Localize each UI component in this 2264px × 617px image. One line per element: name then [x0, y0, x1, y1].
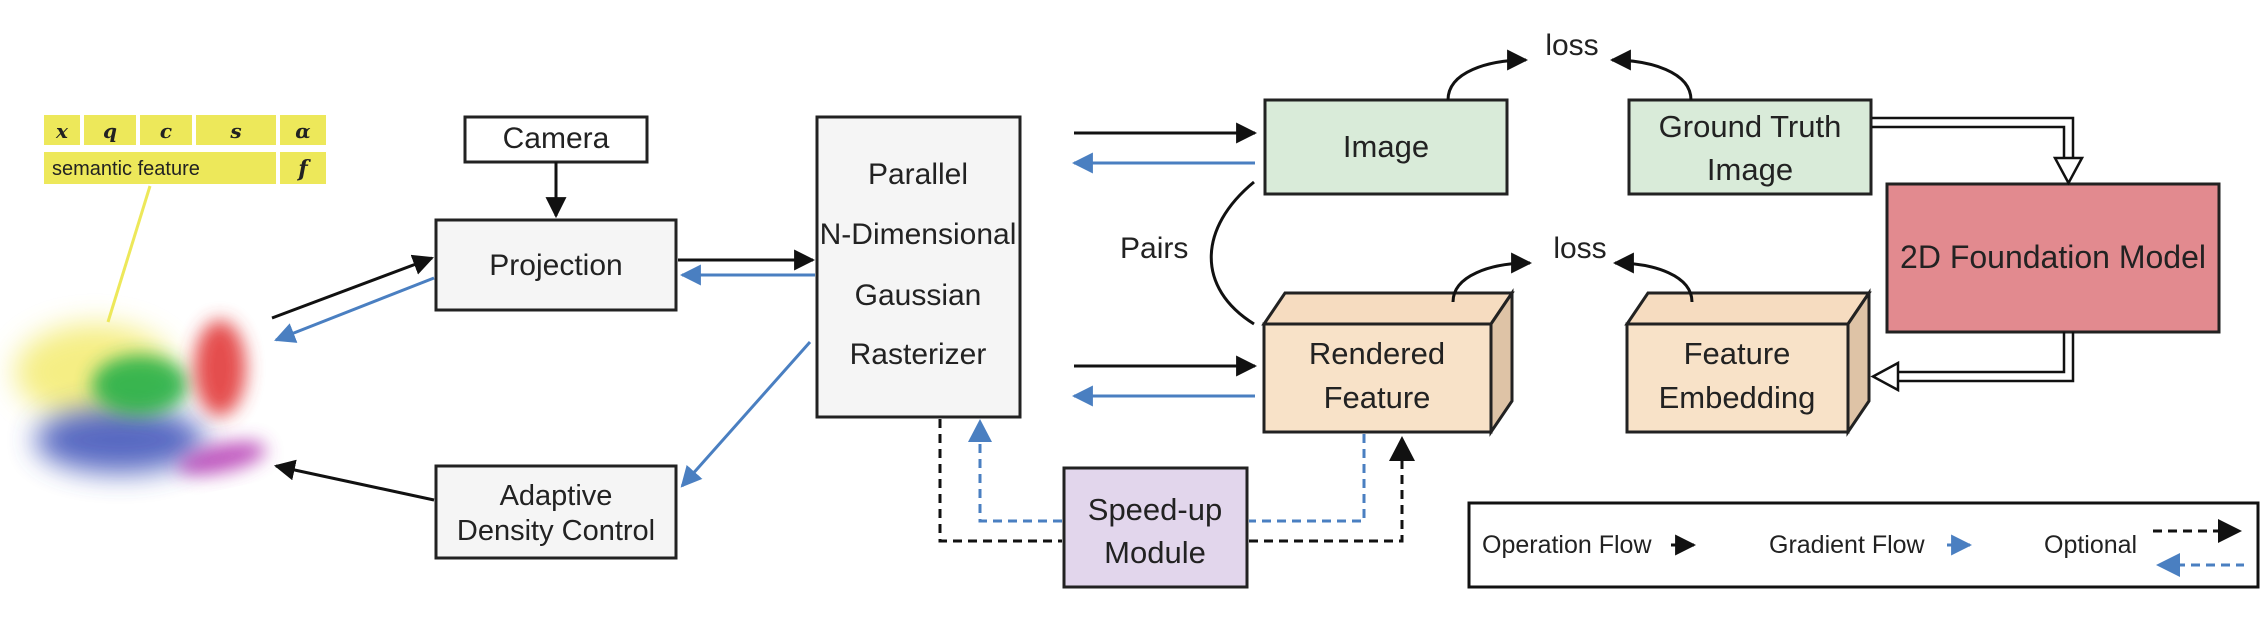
density-to-gaussians-arrow	[273, 459, 435, 502]
attr-f: f	[296, 156, 311, 182]
attr-cell	[280, 115, 326, 145]
attr-c: c	[160, 119, 172, 143]
foundation-to-embedding-arrow	[1870, 332, 2075, 393]
attribute-pointer-line	[106, 185, 152, 323]
attr-cell	[280, 152, 326, 184]
attr-cell	[44, 152, 276, 184]
rasterizer-label-3: Gaussian	[855, 279, 982, 312]
camera-node: Camera	[463, 115, 649, 164]
foundation-model-label: 2D Foundation Model	[1900, 239, 2206, 275]
image-node: Image	[1263, 98, 1509, 196]
ground-truth-label-1: Ground Truth	[1659, 109, 1842, 144]
gaussian-blob-red	[194, 320, 246, 416]
attr-cell	[196, 115, 276, 145]
rendered-feature-label-1: Rendered	[1309, 336, 1445, 371]
attr-cell	[44, 115, 80, 145]
speedup-to-feature-arrowhead	[1389, 436, 1415, 461]
rasterizer-label-1: Parallel	[868, 158, 968, 191]
gaussian-attribute-table: x q c s α semantic feature f	[44, 115, 326, 184]
ground-truth-label-2: Image	[1707, 152, 1793, 187]
loss-bottom-arc-left	[1451, 252, 1533, 303]
projection-to-gaussians-gradient	[274, 276, 435, 343]
adaptive-density-label-1: Adaptive	[500, 480, 613, 512]
attr-cell	[84, 115, 136, 145]
gaussian-blob-green	[92, 355, 188, 415]
pairs-label: Pairs	[1120, 232, 1188, 265]
image-label: Image	[1343, 129, 1429, 164]
groundtruth-to-foundation-arrow	[1872, 116, 2085, 186]
feature-embedding-label-2: Embedding	[1659, 380, 1816, 415]
feature-embedding-node: Feature Embedding	[1624, 288, 1872, 437]
loss-top-arc-right	[1609, 49, 1693, 101]
gaussian-blob-magenta	[177, 441, 267, 475]
legend-operation-label: Operation Flow	[1482, 531, 1652, 559]
attr-alpha: α	[295, 119, 310, 143]
foundation-model-node: 2D Foundation Model	[1885, 182, 2221, 334]
camera-label: Camera	[503, 122, 610, 155]
rasterizer-node: Parallel N-Dimensional Gaussian Rasteriz…	[815, 115, 1022, 419]
rasterizer-label-2: N-Dimensional	[820, 218, 1017, 251]
legend-optional-black-head	[2218, 519, 2242, 543]
feature-embedding-label-1: Feature	[1684, 336, 1791, 371]
loss-bottom-arc-right	[1612, 252, 1694, 303]
speedup-to-feature-optional	[1249, 456, 1404, 543]
rasterizer-to-density-gradient	[680, 341, 812, 488]
legend: Operation Flow Gradient Flow Optional	[1467, 501, 2260, 589]
speedup-to-rasterizer-arrowhead	[968, 419, 992, 442]
speedup-label-2: Module	[1104, 535, 1206, 570]
rasterizer-to-speedup-optional	[938, 419, 1062, 543]
legend-frame	[1467, 501, 2260, 589]
attr-s: s	[229, 119, 241, 143]
adaptive-density-node: Adaptive Density Control	[434, 464, 678, 560]
rendered-feature-node: Rendered Feature	[1261, 288, 1515, 437]
legend-gradient-label: Gradient Flow	[1769, 531, 1926, 559]
attr-q: q	[103, 119, 117, 143]
speedup-node: Speed-up Module	[1062, 466, 1249, 589]
legend-optional-blue-head	[2156, 553, 2180, 577]
attr-semantic-feature-label: semantic feature	[52, 158, 200, 180]
rendered-feature-label-2: Feature	[1324, 380, 1431, 415]
speedup-to-rasterizer-optional-gradient	[978, 426, 1062, 523]
projection-node: Projection	[434, 218, 678, 312]
rasterizer-label-4: Rasterizer	[850, 338, 987, 371]
loss-bottom-label: loss	[1553, 232, 1606, 265]
pairs-bracket	[1209, 180, 1255, 326]
adaptive-density-label-2: Density Control	[457, 515, 655, 547]
attr-cell	[140, 115, 192, 145]
legend-optional-label: Optional	[2044, 531, 2137, 559]
loss-top-label: loss	[1545, 29, 1598, 62]
gaussians-to-projection-arrow	[271, 254, 434, 320]
feature-to-speedup-optional-gradient	[1249, 434, 1366, 523]
gaussian-blob-blue	[35, 407, 205, 473]
ground-truth-node: Ground Truth Image	[1627, 98, 1873, 196]
speedup-label-1: Speed-up	[1088, 492, 1222, 527]
gaussian-point-cloud	[15, 320, 267, 475]
attr-x: x	[55, 119, 69, 143]
loss-top-arc-left	[1446, 49, 1529, 101]
projection-label: Projection	[489, 249, 622, 282]
